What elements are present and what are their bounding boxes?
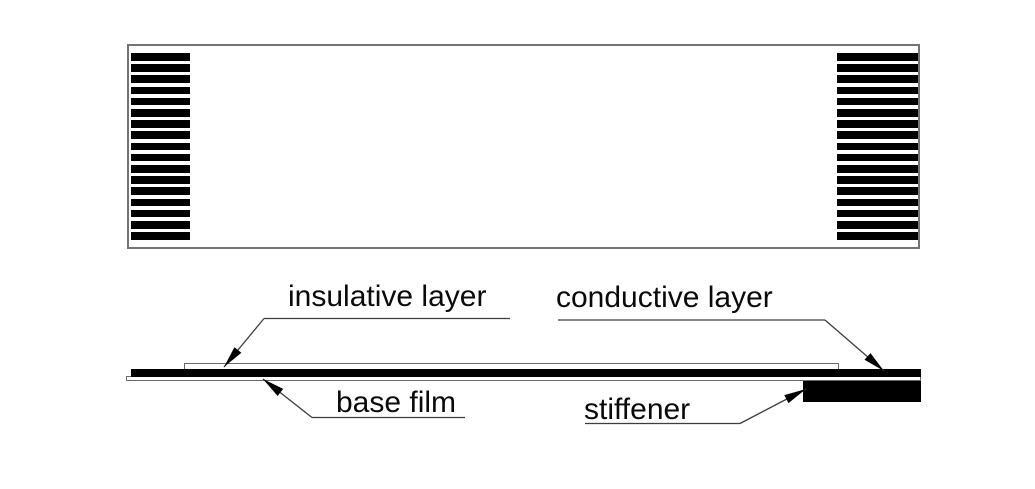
contact-finger bbox=[837, 97, 918, 106]
contact-finger bbox=[837, 153, 918, 162]
conductive-arrowhead-icon bbox=[864, 353, 884, 371]
stiffener-label: stiffener bbox=[584, 393, 691, 426]
contact-finger bbox=[837, 221, 918, 229]
contact-finger bbox=[837, 209, 918, 218]
base-film-arrowhead-icon bbox=[263, 379, 284, 396]
contact-finger bbox=[837, 232, 918, 240]
contact-finger bbox=[131, 97, 190, 106]
contact-finger bbox=[837, 176, 918, 184]
contact-finger bbox=[131, 198, 190, 207]
contact-finger bbox=[837, 131, 918, 140]
contact-finger bbox=[837, 75, 918, 83]
contact-finger bbox=[131, 187, 190, 196]
contact-finger bbox=[131, 131, 190, 140]
contact-finger bbox=[131, 153, 190, 162]
contact-finger bbox=[131, 75, 190, 83]
contact-finger bbox=[131, 209, 190, 218]
cable-outline-top-view bbox=[127, 44, 920, 249]
contact-finger bbox=[837, 120, 918, 128]
contact-finger bbox=[131, 221, 190, 229]
contact-finger bbox=[837, 142, 918, 151]
contact-finger bbox=[837, 53, 918, 61]
contact-finger bbox=[837, 165, 918, 173]
insulative-arrowhead-icon bbox=[224, 347, 242, 367]
contact-finger bbox=[131, 109, 190, 117]
contact-finger bbox=[131, 165, 190, 173]
contact-finger bbox=[131, 176, 190, 184]
contact-finger bbox=[131, 53, 190, 61]
contact-finger bbox=[131, 86, 190, 95]
insulative-layer-label: insulative layer bbox=[288, 280, 487, 313]
base-film-label: base film bbox=[336, 386, 457, 419]
contact-finger bbox=[837, 187, 918, 196]
conductive-layer-shape bbox=[131, 369, 921, 377]
contact-finger bbox=[837, 64, 918, 72]
contact-finger bbox=[131, 142, 190, 151]
contact-finger bbox=[837, 109, 918, 117]
contact-finger bbox=[131, 64, 190, 72]
conductive-layer-label: conductive layer bbox=[556, 281, 773, 314]
contact-finger bbox=[131, 232, 190, 240]
contact-finger bbox=[837, 86, 918, 95]
stiffener-shape bbox=[803, 381, 921, 402]
contact-finger bbox=[131, 120, 190, 128]
stiffener-arrowhead-icon bbox=[784, 389, 806, 404]
contact-finger bbox=[837, 198, 918, 207]
contact-fingers-right bbox=[837, 53, 918, 240]
contact-fingers-left bbox=[131, 53, 190, 240]
